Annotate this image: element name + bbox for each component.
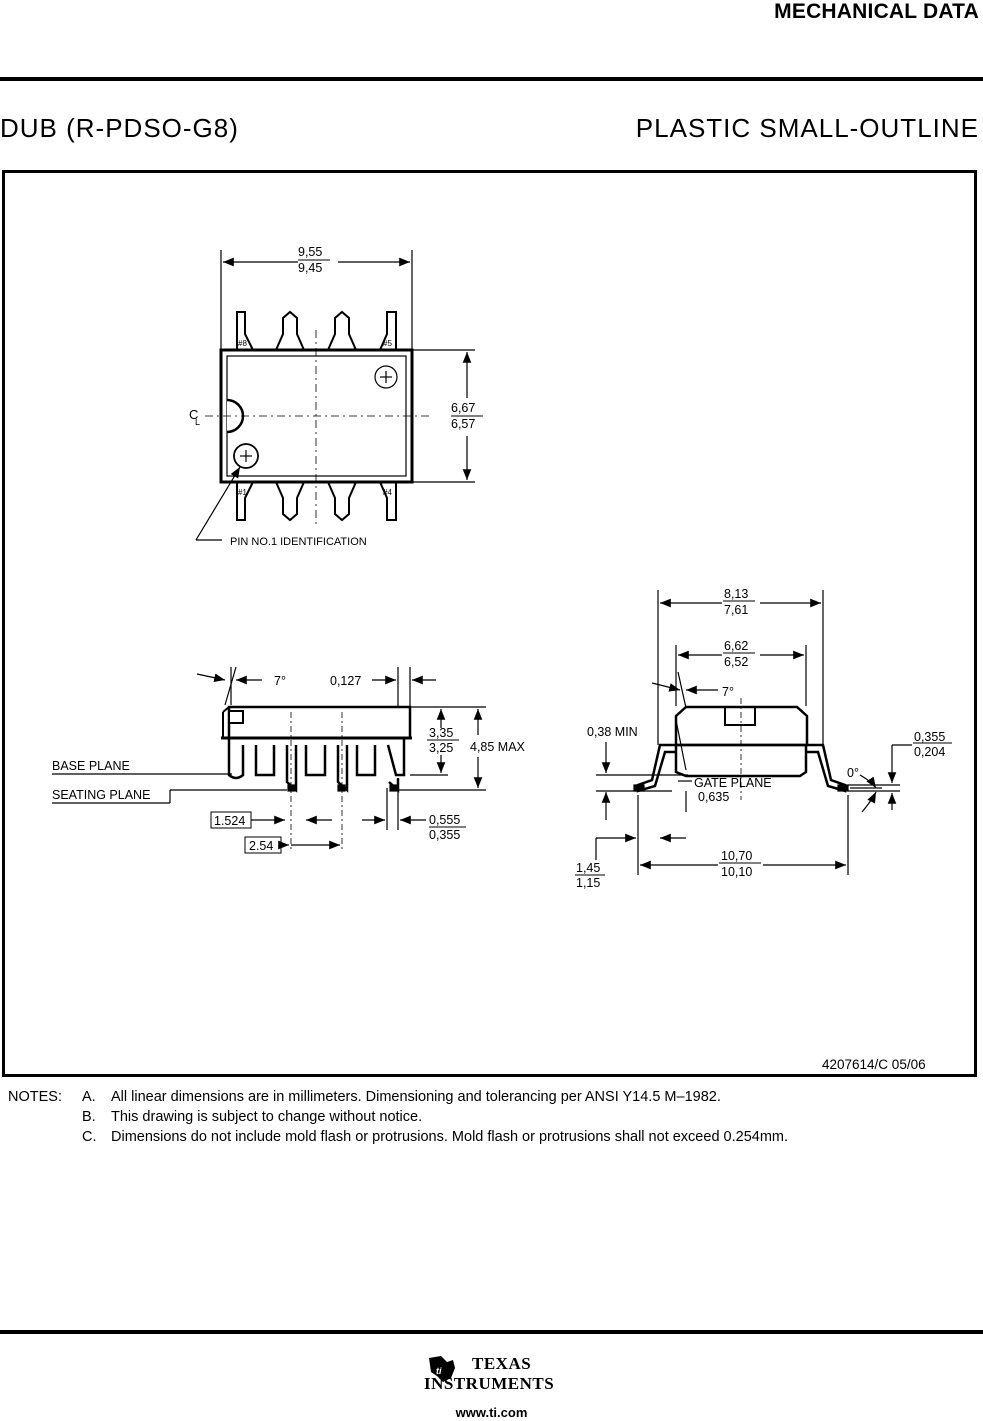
side-angle-label: 7° [274, 674, 286, 688]
end-inner-min: 6,52 [724, 655, 748, 669]
top-width-min: 9,45 [298, 261, 322, 275]
foot-max: 1,45 [576, 861, 600, 875]
top-height-min: 6,57 [451, 417, 475, 431]
pin5-label: #5 [383, 339, 392, 348]
end-thick-max: 0,355 [914, 730, 945, 744]
package-type: PLASTIC SMALL-OUTLINE [635, 113, 979, 143]
note-a: A. All linear dimensions are in millimete… [82, 1089, 721, 1105]
side-standoff-max: 3,35 [429, 726, 453, 740]
top-height-max: 6,67 [451, 401, 475, 415]
top-width-max: 9,55 [298, 245, 322, 259]
pin1-label: #1 [238, 488, 247, 497]
ti-brand-line1: TEXAS [472, 1354, 532, 1373]
note-a-letter: A. [82, 1089, 96, 1105]
note-b: B. This drawing is subject to change with… [82, 1109, 422, 1125]
lead-angle-label: 0° [847, 766, 859, 780]
span-max: 10,70 [721, 849, 752, 863]
lead-width-min: 0,355 [429, 828, 460, 842]
pin8-label: #8 [238, 339, 247, 348]
end-view-labels: 8,13 7,61 6,62 6,52 7° 0,38 MIN GATE PLA… [576, 587, 945, 890]
end-outer-max: 8,13 [724, 587, 748, 601]
end-inner-max: 6,62 [724, 639, 748, 653]
header-rule [0, 77, 983, 81]
note-c-text: Dimensions do not include mold flash or … [111, 1129, 789, 1145]
page-header-title: MECHANICAL DATA [774, 0, 979, 23]
pin4-label: #4 [383, 488, 392, 497]
footer-rule [0, 1330, 983, 1334]
note-c: C. Dimensions do not include mold flash o… [82, 1129, 788, 1145]
base-plane-label: BASE PLANE [52, 759, 130, 773]
end-min-label: 0,38 MIN [587, 725, 638, 739]
pitch-a-label: 1.524 [214, 814, 245, 828]
gate-dim-label: 0,635 [698, 790, 729, 804]
end-outer-min: 7,61 [724, 603, 748, 617]
notes-label: NOTES: [8, 1089, 62, 1105]
ti-brand-line2: INSTRUMENTS [424, 1374, 555, 1393]
drawing-number: 4207614/C 05/06 [822, 1057, 926, 1072]
side-view [52, 666, 486, 854]
centerline-symbol: C [189, 407, 198, 422]
ti-logo-icon: ti [429, 1356, 455, 1382]
svg-text:ti: ti [436, 1366, 442, 1376]
footer-url[interactable]: www.ti.com [455, 1405, 528, 1420]
note-a-text: All linear dimensions are in millimeters… [111, 1089, 721, 1105]
lead-width-max: 0,555 [429, 813, 460, 827]
note-b-letter: B. [82, 1109, 96, 1125]
drawing-frame [2, 170, 977, 1077]
foot-min: 1,15 [576, 876, 600, 890]
end-thick-min: 0,204 [914, 745, 945, 759]
centerline-sub: L [195, 417, 200, 427]
mechanical-drawing: 9,55 9,45 6,67 6,57 C L #8 #5 #1 #4 PIN … [52, 245, 952, 1072]
gate-plane-label: GATE PLANE [694, 776, 772, 790]
pin1-identification-label: PIN NO.1 IDENTIFICATION [230, 536, 367, 548]
side-view-labels: 7° 0,127 3,35 3,25 4,85 MAX BASE PLANE S… [52, 674, 526, 853]
side-standoff-min: 3,25 [429, 741, 453, 755]
pitch-b-label: 2.54 [249, 839, 273, 853]
top-view [195, 250, 483, 541]
span-min: 10,10 [721, 865, 752, 879]
seating-plane-label: SEATING PLANE [52, 788, 150, 802]
side-flash-label: 0,127 [330, 674, 361, 688]
top-view-labels: 9,55 9,45 6,67 6,57 C L #8 #5 #1 #4 PIN … [189, 245, 475, 548]
package-code: DUB (R-PDSO-G8) [0, 113, 239, 143]
end-angle-label: 7° [722, 685, 734, 699]
end-view [575, 590, 952, 876]
side-height-max: 4,85 MAX [470, 740, 526, 754]
note-b-text: This drawing is subject to change withou… [111, 1109, 423, 1125]
note-c-letter: C. [82, 1129, 97, 1145]
